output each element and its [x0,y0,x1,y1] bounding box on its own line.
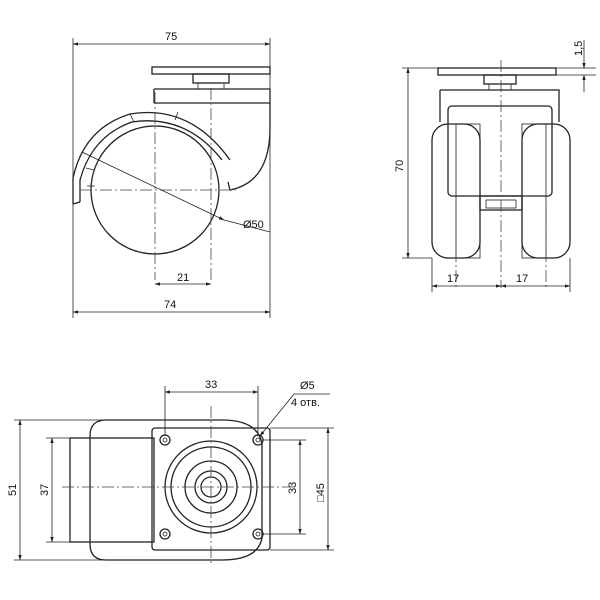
side-view: Ø50 75 21 74 [72,31,271,318]
dim-height: 70 [394,160,406,172]
mounting-hole [159,528,171,540]
front-view: 70 1,5 17 17 [394,40,596,292]
dim-offset: 21 [177,272,189,284]
front-mounting-plate [437,67,557,76]
dim-total-height: 51 [7,484,19,496]
dim-right: 17 [516,273,528,285]
dim-width-bottom: 74 [164,299,176,311]
side-swivel-hub [192,73,230,84]
dim-left: 17 [447,273,459,285]
dim-hole-diameter: Ø5 [300,380,315,392]
top-wheel [69,437,155,543]
top-view: 33 Ø5 4 отв. 51 37 33 □45 [7,379,334,566]
mounting-hole [159,434,171,446]
front-fork [439,89,560,122]
side-mounting-plate [151,66,271,75]
dim-hole-spacing-x: 33 [205,379,217,391]
dim-inner-height: 37 [39,484,51,496]
dim-plate-thickness: 1,5 [573,41,585,56]
dim-width-top: 75 [165,31,177,43]
top-housing [89,419,263,561]
dim-hole-count: 4 отв. [291,397,320,409]
dim-wheel-diameter: Ø50 [243,219,264,231]
dim-plate-size: □45 [315,483,327,502]
dim-hole-spacing-y: 33 [287,482,299,494]
